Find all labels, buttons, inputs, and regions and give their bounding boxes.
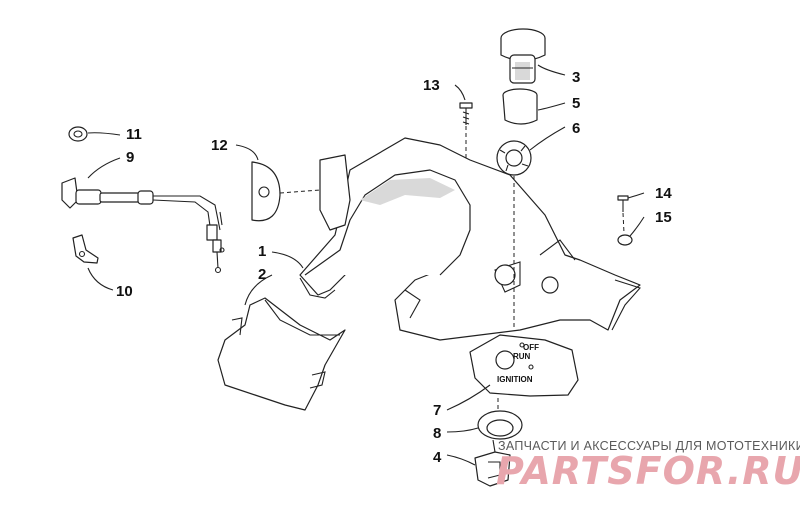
part-8-bezel xyxy=(477,410,523,440)
part-7-switch-plate: OFF RUN IGNITION xyxy=(469,334,579,397)
callout-9: 9 xyxy=(126,149,134,166)
part-4-key xyxy=(474,439,511,487)
part-15-nut xyxy=(617,234,633,246)
callout-3: 3 xyxy=(572,69,580,86)
callout-12: 12 xyxy=(211,137,228,154)
callout-7: 7 xyxy=(433,402,441,419)
callout-11: 11 xyxy=(126,126,142,143)
part-5-sleeve xyxy=(502,88,538,125)
watermark-tagline: ЗАПЧАСТИ И АКСЕССУАРЫ ДЛЯ МОТОТЕХНИКИ xyxy=(498,439,800,453)
part-3-ignition-switch xyxy=(500,28,546,84)
watermark-brand: PARTSFOR.RU xyxy=(496,449,800,493)
part-10-lever xyxy=(72,234,99,264)
watermark: ЗАПЧАСТИ И АКСЕССУАРЫ ДЛЯ МОТОТЕХНИКИ PA… xyxy=(496,439,800,493)
part-6-nut xyxy=(496,140,532,176)
part-11-washer xyxy=(68,126,88,142)
callout-8: 8 xyxy=(433,425,441,442)
switch-label-run: RUN xyxy=(513,352,531,361)
part-9-throttle-assembly xyxy=(61,177,225,274)
callout-14: 14 xyxy=(655,185,672,202)
part-13-screw xyxy=(459,102,473,125)
part-14-screw xyxy=(617,195,629,212)
leader-lines xyxy=(87,64,645,466)
part-1-console-hood xyxy=(299,137,641,341)
callout-4: 4 xyxy=(433,449,442,466)
callout-1: 1 xyxy=(258,243,266,260)
callout-2: 2 xyxy=(258,266,266,283)
switch-label-ignition: IGNITION xyxy=(497,375,533,384)
part-12-gasket xyxy=(251,161,281,222)
callout-5: 5 xyxy=(572,95,580,112)
switch-label-off: OFF xyxy=(523,343,539,352)
part-2-lower-cover xyxy=(217,297,346,411)
callout-numbers: 3 5 6 13 14 15 11 9 10 12 1 2 7 8 4 xyxy=(116,69,672,466)
callout-15: 15 xyxy=(655,209,672,226)
callout-6: 6 xyxy=(572,120,580,137)
callout-10: 10 xyxy=(116,283,133,300)
callout-13: 13 xyxy=(423,77,440,94)
